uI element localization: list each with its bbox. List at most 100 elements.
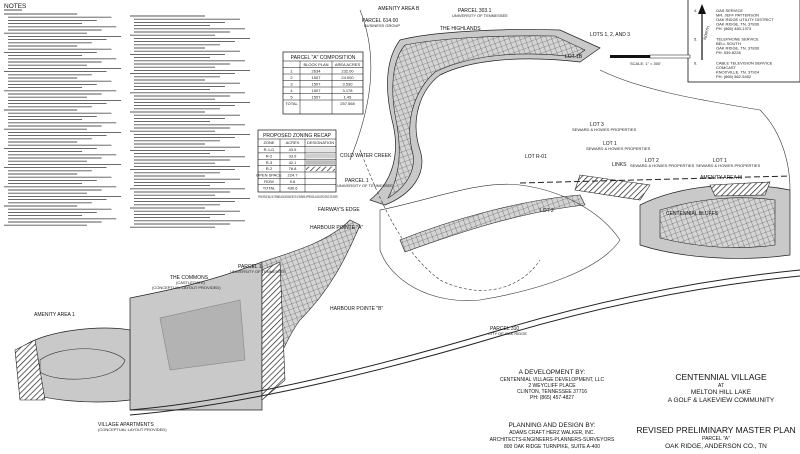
label-cold-water-creek: COLD WATER CREEK bbox=[340, 153, 392, 159]
centennial-bluffs-lots bbox=[659, 197, 776, 248]
zoning-swatch bbox=[306, 185, 335, 191]
north-arrow-icon: NORTH bbox=[698, 4, 711, 60]
utility-line: GAS SERVICE bbox=[716, 8, 743, 13]
designer-name: ADAMS CRAFT HERZ WALKER, INC. bbox=[509, 430, 595, 436]
utility-line: PH: (865) 483-1373 bbox=[716, 26, 752, 31]
scale-label: SCALE: 1" = 300' bbox=[630, 61, 661, 66]
zoning-swatch bbox=[306, 173, 335, 178]
label-parcel-310: PARCEL 310 bbox=[490, 326, 519, 332]
zoning-cell: R-1-D bbox=[264, 147, 275, 152]
composition-cell: 24.000 bbox=[341, 75, 354, 80]
utility-line: OAK RIDGE, TN. 37830 bbox=[716, 22, 760, 27]
zoning-swatch bbox=[306, 166, 335, 172]
label-lot-1-right: LOT 1 bbox=[713, 158, 727, 164]
zoning-cell: R-2 bbox=[266, 153, 273, 158]
label-amenity-iii: AMENITY AREA III bbox=[700, 175, 742, 181]
label-harbour-a: HARBOUR POINTE "A" bbox=[310, 225, 364, 231]
label-lot-2-right-sub: SEWARD & HOWES PROPERTIES bbox=[630, 163, 695, 168]
zoning-header: ACRES bbox=[286, 140, 300, 145]
utility-line: OAK RIDGE UTILITY DISTRICT bbox=[716, 17, 774, 22]
zoning-cell: 430.6 bbox=[287, 185, 298, 190]
label-parcel-1-left: PARCEL 1 bbox=[238, 264, 262, 270]
composition-cell: 2 bbox=[290, 75, 293, 80]
composition-cell: 1 bbox=[290, 69, 293, 74]
label-parcel-614-sub: BUSINESS GROUP bbox=[364, 23, 400, 28]
project-at: AT bbox=[718, 383, 724, 389]
label-parcel-614: PARCEL 614.00 bbox=[362, 18, 398, 24]
composition-cell: 2634 bbox=[312, 69, 322, 74]
label-parcel-303: PARCEL 303.1 bbox=[458, 8, 492, 14]
label-lot-1b: LOT 1B bbox=[565, 54, 583, 60]
main-road bbox=[129, 269, 800, 411]
label-lot-3-sub: SEWARD & HOWES PROPERTIES bbox=[572, 127, 637, 132]
scale-bar: SCALE: 1" = 300' bbox=[610, 54, 691, 66]
label-harbour-b: HARBOUR POINTE "B" bbox=[330, 306, 384, 312]
notes-heading: NOTES bbox=[4, 3, 27, 10]
title-block: A DEVELOPMENT BY: CENTENNIAL VILLAGE DEV… bbox=[490, 369, 796, 450]
utility-line: OAK RIDGE, TN. 37830 bbox=[716, 46, 760, 51]
zoning-cell: OPEN SPACE bbox=[256, 173, 282, 178]
label-commons: THE COMMONS bbox=[170, 275, 209, 281]
label-parcel-310-sub: CITY OF OAK RIDGE bbox=[488, 331, 527, 336]
plan-parcel: PARCEL "A" bbox=[702, 436, 730, 442]
label-parcel-1-mid: PARCEL 1 bbox=[345, 178, 369, 184]
project-location: MELTON HILL LAKE bbox=[691, 389, 752, 396]
composition-cell: 3 bbox=[290, 82, 293, 87]
utility-line: PH: 539-8228 bbox=[716, 50, 741, 55]
design-heading: PLANNING AND DESIGN BY: bbox=[508, 422, 595, 429]
zoning-cell: TOTAL bbox=[263, 185, 276, 190]
developer-name: CENTENNIAL VILLAGE DEVELOPMENT, LLC bbox=[500, 377, 605, 383]
zoning-cell: 9.6 bbox=[290, 179, 296, 184]
composition-cell: 4 bbox=[290, 88, 293, 93]
designer-address: 800 OAK RIDGE TURNPIKE, SUITE A-400 bbox=[504, 444, 600, 450]
zoning-cell: 33.9 bbox=[289, 153, 298, 158]
boundary-line bbox=[519, 175, 791, 184]
developer-address: 2 WEYCLIFF PLACE bbox=[528, 383, 576, 389]
utility-number: 6. bbox=[694, 61, 697, 66]
zoning-swatch bbox=[306, 160, 335, 165]
main-road-edge bbox=[129, 275, 800, 416]
utility-line: MR. JEFF PATTERSON bbox=[716, 13, 759, 18]
creek-line bbox=[359, 149, 541, 291]
label-lot-r01: LOT R-01 bbox=[525, 154, 547, 160]
north-label: NORTH bbox=[702, 25, 711, 40]
project-tagline: A GOLF & LAKEVIEW COMMUNITY bbox=[668, 397, 775, 404]
label-lot-3: LOT 3 bbox=[590, 122, 604, 128]
label-lot-1-links-sub: SEWARD & HOWES PROPERTIES bbox=[586, 146, 651, 151]
composition-cell: BLOCK PLAN bbox=[303, 62, 328, 67]
zoning-cell: 224.7 bbox=[287, 173, 298, 178]
composition-cell: 1.45 bbox=[344, 95, 353, 100]
utility-line: CABLE TELEVISION SERVICE bbox=[716, 61, 773, 66]
lake-shoreline bbox=[349, 9, 791, 191]
composition-cell: 1507 bbox=[312, 75, 322, 80]
amenity-iii-hatch bbox=[709, 181, 771, 197]
zoning-cell: R-3 bbox=[266, 160, 273, 165]
utility-line: BELL SOUTH bbox=[716, 41, 741, 46]
composition-cell: AREA ACRES bbox=[335, 62, 361, 67]
label-village-apartments: VILLAGE APARTMENTS bbox=[98, 422, 154, 428]
designer-disciplines: ARCHITECTS-ENGINEERS-PLANNERS-SURVEYORS bbox=[490, 437, 615, 443]
label-commons-sub2: (CONCEPTUAL LAYOUT PROVIDED) bbox=[152, 285, 221, 290]
label-parcel-1-mid-sub: UNIVERSITY OF TENNESSEE bbox=[337, 183, 393, 188]
composition-cell: 257.568 bbox=[340, 101, 355, 106]
composition-cell: TOTAL bbox=[285, 101, 298, 106]
plan-location: OAK RIDGE, ANDERSON CO., TN bbox=[665, 443, 767, 450]
highlands-lots bbox=[387, 35, 586, 199]
utility-number: 4. bbox=[694, 8, 697, 13]
composition-cell: 5 bbox=[290, 95, 293, 100]
composition-title: PARCEL "A" COMPOSITION bbox=[291, 55, 356, 61]
composition-cell: 1507 bbox=[312, 88, 322, 93]
developer-city: CLINTON, TENNESSEE 37716 bbox=[517, 389, 587, 395]
project-name: CENTENNIAL VILLAGE bbox=[675, 372, 767, 382]
zoning-cell: R-2 bbox=[266, 166, 273, 171]
zoning-cell: ROW bbox=[264, 179, 274, 184]
label-highlands: THE HIGHLANDS bbox=[440, 26, 481, 32]
label-fairways-edge: FAIRWAY'S EDGE bbox=[318, 207, 360, 213]
utility-line: PH: (865) 862-5452 bbox=[716, 74, 752, 79]
developer-phone: PH: (865) 457-4827 bbox=[530, 395, 574, 401]
composition-cell: 3.530 bbox=[342, 82, 353, 87]
zoning-header: ZONE bbox=[263, 140, 274, 145]
composition-cell: 1507 bbox=[312, 82, 322, 87]
